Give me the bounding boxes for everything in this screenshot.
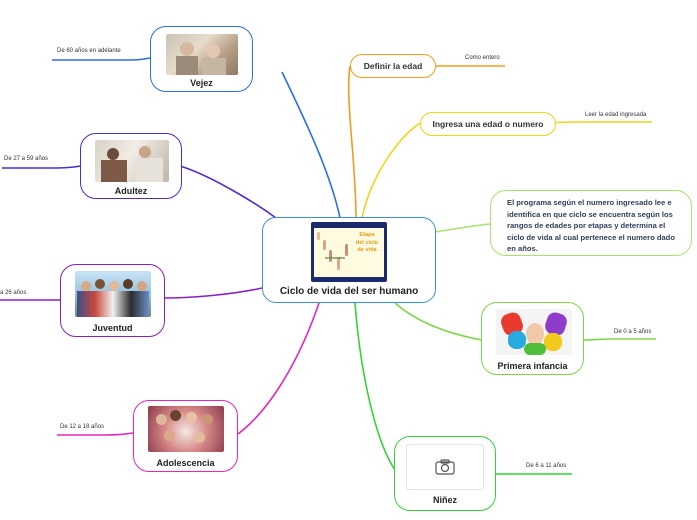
topic-adultez[interactable]: Adultez [80, 133, 182, 199]
topic-label: Adolescencia [156, 458, 215, 468]
topic-label: Ingresa una edad o numero [432, 119, 544, 129]
topic-label: Definir la edad [363, 61, 423, 71]
topic-label: Juventud [92, 323, 133, 333]
subtopic-adolescencia[interactable]: De 12 a 18 años [60, 424, 105, 430]
topic-label: Adultez [114, 186, 148, 196]
topic-ninez[interactable]: Niñez [394, 436, 496, 511]
topic-vejez[interactable]: Vejez [150, 26, 253, 92]
life-cycle-poster-image: ser humano Etapa del ciclo de vida [311, 222, 387, 282]
poster-inner-label: ser humano [325, 256, 345, 260]
subtopic-ingresa[interactable]: Leer la edad ingresada [585, 112, 647, 118]
central-title: Ciclo de vida del ser humano [279, 286, 419, 297]
topic-label: Vejez [190, 78, 213, 88]
subtopic-juventud[interactable]: a 26 años [0, 290, 27, 296]
subtopic-ninez[interactable]: De 6 a 11 años [526, 463, 567, 469]
subtopic-primera-infancia[interactable]: De 0 a 5 años [614, 329, 652, 335]
youth-group-photo [75, 271, 151, 317]
subtopic-vejez[interactable]: De 60 años en adelante [57, 48, 121, 54]
topic-primera-infancia[interactable]: Primera infancia [481, 302, 584, 375]
subtopic-adultez[interactable]: De 27 a 59 años [4, 156, 49, 162]
elderly-couple-photo [166, 34, 238, 75]
topic-label: Niñez [432, 495, 457, 505]
teen-group-photo [148, 406, 224, 452]
topic-ingresa[interactable]: Ingresa una edad o numero [420, 112, 556, 136]
adult-couple-photo [95, 140, 169, 182]
central-topic[interactable]: ser humano Etapa del ciclo de vida Ciclo… [262, 217, 436, 303]
topic-definir[interactable]: Definir la edad [350, 54, 436, 78]
topic-programa[interactable]: El programa según el numero ingresado le… [490, 190, 692, 256]
topic-juventud[interactable]: Juventud [60, 264, 165, 337]
painted-hands-photo [496, 309, 572, 355]
poster-heading: Etapa del ciclo de vida [355, 232, 379, 253]
subtopic-definir[interactable]: Como entero [465, 55, 500, 61]
topic-adolescencia[interactable]: Adolescencia [133, 400, 238, 472]
image-placeholder [406, 444, 484, 490]
topic-label: Primera infancia [497, 361, 568, 371]
camera-placeholder-icon [435, 459, 455, 475]
